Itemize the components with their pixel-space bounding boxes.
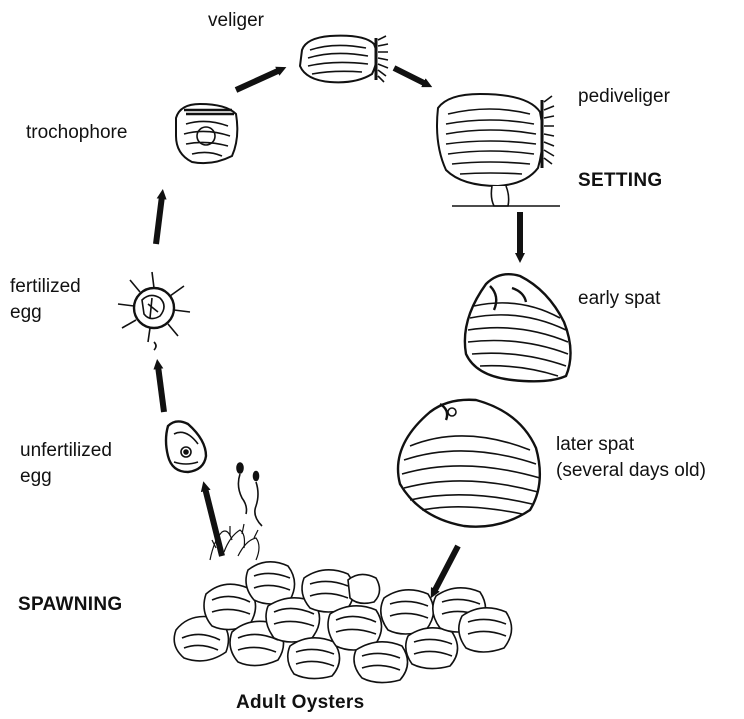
- sperm-illustration: [237, 463, 262, 526]
- fertilized-egg-label-line-2: egg: [10, 300, 81, 326]
- adult-oysters-label: Adult Oysters: [236, 692, 365, 714]
- veliger-larva-illustration: [300, 36, 388, 83]
- unfertilized-egg-label: unfertilized egg: [20, 438, 112, 490]
- pediveliger-label: pediveliger: [578, 84, 670, 110]
- arrow-fertilized-to-trochophore: [156, 196, 162, 244]
- trochophore-label: trochophore: [26, 120, 127, 146]
- pediveliger-larva-illustration: [437, 94, 560, 206]
- arrow-unfertilized-to-fertilized: [158, 366, 164, 412]
- arrow-later-spat-to-adults: [434, 546, 458, 592]
- fertilized-egg-label: fertilized egg: [10, 274, 81, 326]
- veliger-label: veliger: [208, 8, 264, 34]
- arrow-veliger-to-pediveliger: [394, 68, 426, 84]
- adult-oysters-illustration: [174, 562, 511, 683]
- arrow-trochophore-to-veliger: [236, 70, 280, 90]
- unfertilized-egg-label-line-1: unfertilized: [20, 438, 112, 464]
- later-spat-label: later spat (several days old): [556, 432, 706, 484]
- unfertilized-egg-illustration: [166, 421, 206, 472]
- later-spat-illustration: [398, 400, 540, 527]
- fertilized-egg-label-line-1: fertilized: [10, 274, 81, 300]
- unfertilized-egg-label-line-2: egg: [20, 464, 112, 490]
- trochophore-larva-illustration: [176, 104, 237, 163]
- later-spat-label-line-1: later spat: [556, 432, 706, 458]
- early-spat-label: early spat: [578, 286, 660, 312]
- early-spat-illustration: [465, 274, 571, 381]
- spawning-phase-label: SPAWNING: [18, 594, 122, 616]
- later-spat-label-line-2: (several days old): [556, 458, 706, 484]
- fertilized-egg-illustration: [118, 272, 190, 350]
- setting-phase-label: SETTING: [578, 170, 662, 192]
